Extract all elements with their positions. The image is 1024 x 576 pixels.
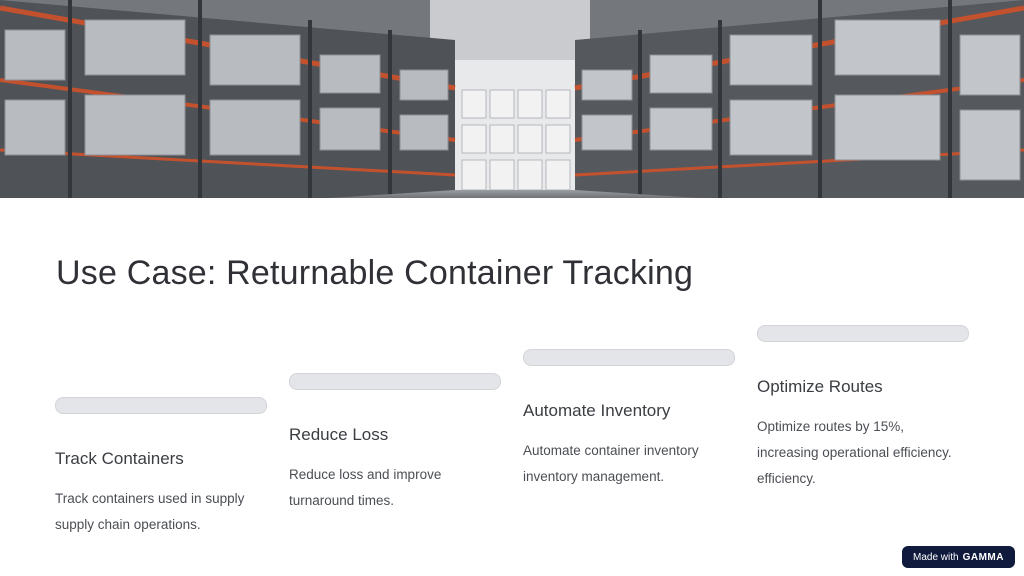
step-heading: Automate Inventory bbox=[523, 401, 671, 420]
step-reduce-loss: Reduce Loss Reduce loss and improve turn… bbox=[289, 373, 501, 514]
step-heading: Track Containers bbox=[55, 449, 184, 468]
step-heading: Optimize Routes bbox=[757, 377, 883, 396]
step-description: Reduce loss and improve turnaround times… bbox=[289, 467, 442, 508]
made-with-gamma-badge[interactable]: Made with GAMMA bbox=[902, 546, 1015, 568]
step-description: Track containers used in supply supply c… bbox=[55, 491, 245, 532]
step-progress-bar bbox=[55, 397, 267, 414]
gamma-logo-text: GAMMA bbox=[962, 551, 1004, 563]
step-description: Optimize routes by 15%, increasing opera… bbox=[757, 419, 952, 486]
step-heading: Reduce Loss bbox=[289, 425, 389, 444]
step-progress-bar bbox=[523, 349, 735, 366]
warehouse-illustration bbox=[0, 0, 1024, 198]
badge-prefix: Made with bbox=[913, 551, 959, 563]
step-progress-bar bbox=[289, 373, 501, 390]
step-optimize-routes: Optimize Routes Optimize routes by 15%, … bbox=[757, 325, 969, 492]
step-description: Automate container inventory inventory m… bbox=[523, 443, 699, 484]
step-automate-inventory: Automate Inventory Automate container in… bbox=[523, 349, 735, 490]
slide-title: Use Case: Returnable Container Tracking bbox=[56, 254, 694, 292]
warehouse-hero-image bbox=[0, 0, 1024, 198]
step-progress-bar bbox=[757, 325, 969, 342]
step-track-containers: Track Containers Track containers used i… bbox=[55, 397, 267, 538]
